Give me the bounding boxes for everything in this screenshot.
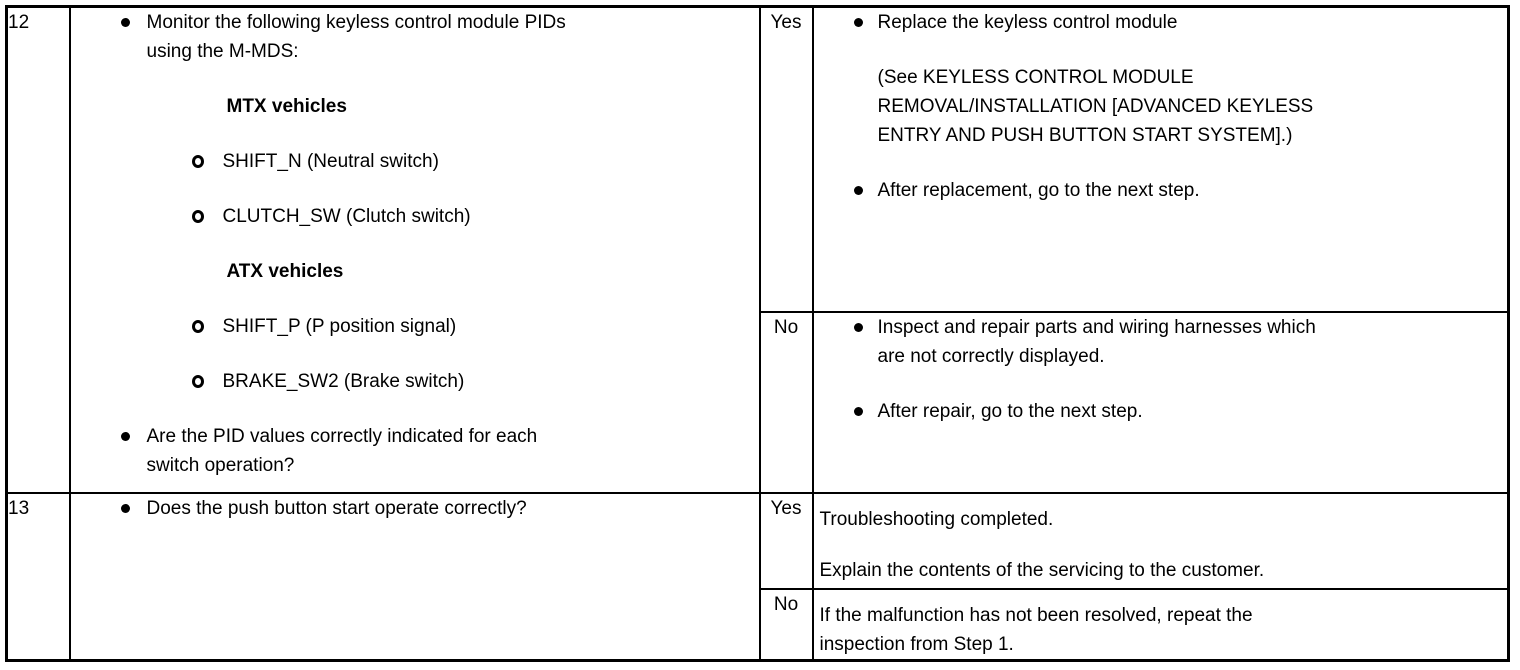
list-item-text: CLUTCH_SW (Clutch switch): [222, 206, 471, 227]
list-item: SHIFT_N (Neutral switch): [71, 147, 759, 176]
reference-note: (See KEYLESS CONTROL MODULE REMOVAL/INST…: [814, 63, 1508, 150]
list-heading: MTX vehicles: [71, 92, 759, 121]
result-label: No: [773, 593, 799, 615]
list-item-text: Monitor the following keyless control mo…: [146, 12, 566, 62]
bullet-icon: [853, 322, 863, 332]
result-label-cell: No: [758, 587, 814, 661]
step-number: 13: [8, 497, 30, 519]
reference-note-text: (See KEYLESS CONTROL MODULE REMOVAL/INST…: [877, 67, 1314, 146]
list-item: After repair, go to the next step.: [814, 397, 1508, 426]
list-item-text: Does the push button start operate corre…: [146, 497, 527, 519]
list-item: Does the push button start operate corre…: [71, 494, 759, 523]
list-item-text: Replace the keyless control module: [877, 12, 1178, 33]
list-item-text: BRAKE_SW2 (Brake switch): [222, 371, 465, 392]
result-action-cell: If the malfunction has not been resolved…: [811, 587, 1510, 661]
list-item-text: SHIFT_P (P position signal): [222, 316, 457, 337]
result-label-cell: Yes: [758, 491, 814, 590]
list-item-text: Inspect and repair parts and wiring harn…: [877, 316, 1316, 367]
list-item: Inspect and repair parts and wiring harn…: [814, 313, 1508, 371]
bullet-icon: [120, 432, 130, 441]
result-action-cell: Inspect and repair parts and wiring harn…: [811, 310, 1510, 494]
circle-bullet-icon: [191, 320, 204, 333]
list-item: After replacement, go to the next step.: [814, 176, 1508, 205]
bullet-icon: [853, 406, 863, 416]
circle-bullet-icon: [191, 210, 204, 223]
list-item: Are the PID values correctly indicated f…: [71, 422, 759, 480]
step-number-cell: 13: [5, 491, 71, 661]
list-heading-text: ATX vehicles: [226, 261, 344, 282]
bullet-icon: [120, 503, 130, 513]
step-number: 12: [8, 12, 30, 33]
bullet-icon: [853, 18, 863, 27]
result-text: If the malfunction has not been resolved…: [819, 604, 1253, 655]
list-item: CLUTCH_SW (Clutch switch): [71, 202, 759, 231]
list-item: Replace the keyless control module: [814, 8, 1508, 37]
result-label: Yes: [770, 12, 802, 33]
list-item-text: Are the PID values correctly indicated f…: [146, 426, 538, 476]
result-label-cell: No: [758, 310, 814, 494]
bullet-icon: [120, 18, 130, 27]
bullet-icon: [853, 186, 863, 195]
result-action-cell: Replace the keyless control module (See …: [811, 5, 1510, 313]
inspection-cell: Does the push button start operate corre…: [68, 491, 761, 661]
list-heading-text: MTX vehicles: [226, 96, 347, 117]
list-item-text: SHIFT_N (Neutral switch): [222, 151, 439, 172]
list-item-text: After repair, go to the next step.: [877, 400, 1143, 422]
result-action-cell: Troubleshooting completed. Explain the c…: [811, 491, 1510, 590]
troubleshooting-table: 12 Monitor the following keyless control…: [5, 5, 1510, 662]
step-number-cell: 12: [5, 5, 71, 494]
result-label: No: [773, 316, 799, 338]
list-item-text: After replacement, go to the next step.: [877, 180, 1200, 201]
result-text: Troubleshooting completed.: [819, 508, 1054, 530]
result-text: Explain the contents of the servicing to…: [819, 559, 1265, 581]
result-label: Yes: [770, 497, 802, 519]
circle-bullet-icon: [191, 375, 204, 388]
list-item: Monitor the following keyless control mo…: [71, 8, 759, 66]
result-label-cell: Yes: [758, 5, 814, 313]
circle-bullet-icon: [191, 155, 204, 168]
list-item: BRAKE_SW2 (Brake switch): [71, 367, 759, 396]
list-item: SHIFT_P (P position signal): [71, 312, 759, 341]
list-heading: ATX vehicles: [71, 257, 759, 286]
inspection-cell: Monitor the following keyless control mo…: [68, 5, 761, 494]
